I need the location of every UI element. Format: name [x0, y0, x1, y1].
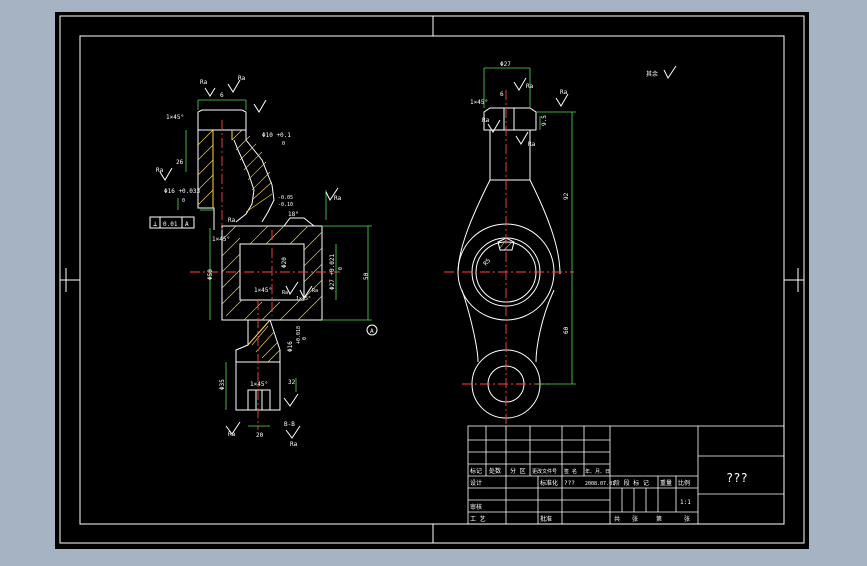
drawing-sheet [55, 12, 809, 549]
tb-count: 处数 [489, 467, 501, 475]
tb-scale-value: 1:1 [680, 499, 691, 506]
chamfer-bottom: 1×45° [250, 381, 268, 388]
dia16-label: Φ16 +0.033 [164, 188, 201, 195]
ra-note: 其余 [646, 70, 658, 78]
tb-sheet-no: 第 [656, 515, 662, 523]
section-hatch-top [197, 129, 273, 213]
section-hatch-lower [251, 325, 281, 363]
front-section-view: Ra 6 Ra 1×45° Φ10 +0.1 0 26 Ra Φ16 +0.03… [149, 75, 378, 448]
flatness-symbol: ⊥ [153, 220, 157, 228]
chamfer-top-label: 1×45° [166, 114, 184, 121]
keyway [497, 237, 515, 251]
side-body-right [529, 179, 561, 275]
tb-date-value: 2008.07.01 [585, 481, 615, 487]
roughness-symbols-side [487, 65, 677, 145]
side-dim-9-5: 9.5 [541, 115, 548, 126]
side-tolerance: -0.05 [278, 195, 293, 201]
dia16b-low: 0 [302, 337, 308, 340]
bore-left-label: Φ20 [281, 257, 288, 268]
ra-bottom-2: Ra [290, 441, 298, 448]
side-dim-6: 6 [500, 91, 504, 98]
tb-design: 设计 [470, 479, 482, 487]
tb-process: 工 艺 [470, 515, 486, 523]
tb-standard: 标准化 [540, 479, 558, 487]
ra-top-right: Ra [238, 75, 246, 82]
hole-tolerance-low: 0 [282, 141, 285, 147]
tb-weight: 重量 [660, 479, 672, 487]
keyway-top [283, 217, 315, 227]
tb-stage: 阶 段 标 记 [614, 479, 649, 487]
side-lower-left [461, 289, 479, 363]
side-r5: R5 [482, 257, 492, 267]
datum-circle [366, 324, 378, 336]
tb-change-doc: 更改文件号 [532, 468, 557, 475]
side-view: Φ27 6 1×45° Ra Ra 9.5 Ra Ra 92 R5 60 其余 [444, 61, 677, 430]
section-hatch-hub [221, 225, 323, 321]
tb-zone: 分 区 [510, 467, 526, 475]
side-neck [489, 129, 531, 181]
front-dimensions [177, 99, 372, 427]
chamfer-low: 1×45° [254, 287, 272, 294]
key-angle: 18° [288, 211, 299, 218]
flatness-value: 0.01 [163, 221, 178, 228]
tb-total-unit: 张 [632, 515, 638, 523]
ra-bottom: Ra [228, 431, 236, 438]
arm-inner [233, 139, 255, 223]
side-dia27: Φ27 [500, 61, 511, 68]
ra-mid-2: Ra [312, 288, 318, 294]
tb-scale: 比例 [678, 479, 690, 487]
side-dim-92: 92 [563, 192, 570, 200]
chamfer-low-2: 1×45° [296, 296, 311, 302]
flatness-ref: A [185, 221, 189, 228]
tb-review: 审核 [470, 503, 482, 511]
dim-50: 50 [363, 272, 370, 280]
chamfer-mid: 1×45° [212, 236, 230, 243]
ra-top-left: Ra [200, 79, 208, 86]
side-ra-top: Ra [526, 83, 534, 90]
side-dim-60: 60 [563, 326, 570, 334]
dia50-label: Φ50 [207, 269, 214, 280]
tb-approve: 批准 [540, 515, 552, 523]
side-tolerance-2: -0.10 [278, 202, 293, 208]
tb-mark: 标记 [470, 467, 482, 475]
dim-top-width: 6 [220, 92, 224, 99]
tb-date-header: 年、月、日 [585, 468, 610, 475]
ra-left-label: Ra [156, 167, 164, 174]
dim-32: 32 [288, 379, 296, 386]
dia16b-tol: +0.018 [296, 326, 302, 344]
hole-tolerance: Φ10 +0.1 [262, 132, 291, 139]
dim-26: 26 [176, 159, 184, 166]
side-ra-left-2: Ra [528, 141, 536, 148]
ra-mid: Ra [282, 290, 288, 296]
side-ra-right: Ra [560, 89, 568, 96]
bore-dia-label: Φ27 +0.021 [329, 253, 336, 290]
dia35-label: Φ35 [219, 379, 226, 390]
ra-angle: Ra [334, 195, 342, 202]
datum-letter: A [370, 328, 374, 335]
keyway-hatch [499, 239, 513, 251]
side-chamfer: 1×45° [470, 99, 488, 106]
roughness-symbols-front [159, 79, 339, 439]
dim-20: 20 [256, 432, 264, 439]
tb-total: 共 [614, 515, 620, 523]
tb-drawing-name: ??? [726, 471, 748, 485]
lower-slot [247, 389, 271, 411]
dia16b-label: Φ16 [287, 341, 294, 352]
tb-sheet-unit: 张 [684, 515, 690, 523]
tb-sign: 签 名 [564, 468, 577, 475]
dia16-low: 0 [182, 198, 185, 204]
tb-standard-value: ??? [564, 480, 575, 487]
ra-pad: Ra [228, 217, 236, 224]
left-profile [197, 130, 215, 230]
tolerance-frame [149, 216, 195, 229]
main-hub-outline [221, 225, 323, 321]
section-label: B-B [284, 421, 295, 428]
side-ra-left: Ra [482, 117, 490, 124]
side-lower-right [535, 289, 555, 363]
bore-dia-low: 0 [338, 267, 344, 270]
title-block: 标记 处数 分 区 更改文件号 签 名 年、月、日 设计 标准化 ??? 200… [467, 425, 785, 525]
side-dimensions [483, 67, 576, 385]
